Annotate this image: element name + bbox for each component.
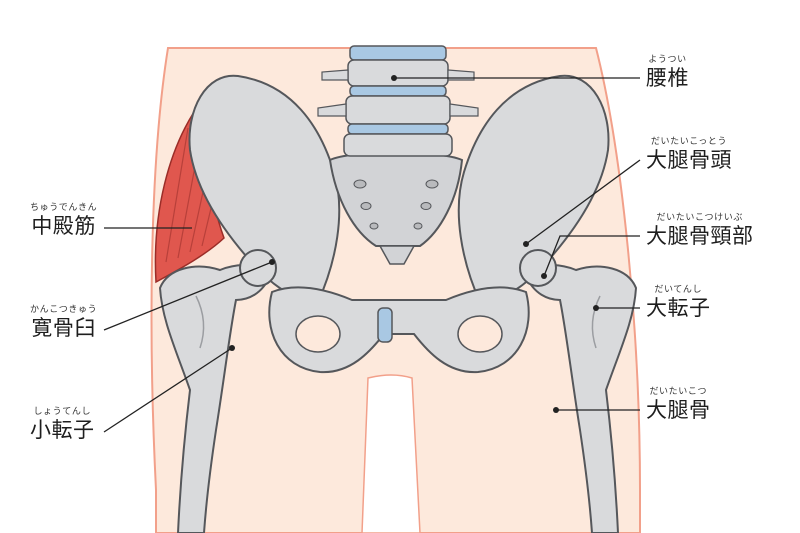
leader-acetabulum: [103, 261, 273, 331]
label-gluteus-medius: ちゅうでんきん 中殿筋: [30, 204, 97, 237]
left-obturator-foramen: [295, 315, 341, 353]
text-lumbar: 腰椎: [646, 66, 689, 90]
coccyx: [378, 245, 416, 265]
furigana-femoral-neck: だいたいこつけいぶ: [656, 213, 743, 223]
label-greater-trochanter: だいてんし 大転子: [646, 286, 711, 319]
furigana-lumbar: ようつい: [648, 55, 687, 65]
text-gluteus-medius: 中殿筋: [31, 214, 96, 238]
pubic-symphysis: [377, 307, 393, 343]
label-femoral-head: だいたいこっとう 大腿骨頭: [646, 138, 732, 171]
furigana-femoral-head: だいたいこっとう: [650, 137, 728, 147]
leader-femoral-head: [525, 159, 641, 245]
text-greater-trochanter: 大転子: [646, 296, 711, 320]
right-obturator-foramen: [457, 315, 503, 353]
label-lumbar: ようつい 腰椎: [646, 56, 689, 89]
text-femoral-head: 大腿骨頭: [646, 148, 732, 172]
text-femoral-neck: 大腿骨頸部: [646, 224, 754, 248]
right-femur: [519, 249, 638, 533]
sacral-foramina: [353, 179, 439, 230]
text-acetabulum: 寛骨臼: [31, 316, 96, 340]
lumbar-spine: [317, 45, 479, 157]
label-femoral-neck: だいたいこつけいぶ 大腿骨頸部: [646, 214, 754, 247]
furigana-gluteus-medius: ちゅうでんきん: [30, 203, 98, 213]
furigana-greater-trochanter: だいてんし: [654, 285, 703, 295]
furigana-lesser-trochanter: しょうてんし: [33, 407, 92, 417]
label-acetabulum: かんこつきゅう 寛骨臼: [30, 306, 97, 339]
leader-lesser-trochanter: [103, 347, 233, 433]
leg-gap: [361, 374, 421, 533]
furigana-femur: だいたいこつ: [649, 387, 708, 397]
left-femur: [158, 249, 277, 533]
leader-lines: [103, 77, 641, 433]
text-lesser-trochanter: 小転子: [30, 418, 95, 442]
leader-femoral-neck: [543, 235, 640, 277]
furigana-acetabulum: かんこつきゅう: [30, 305, 98, 315]
label-lesser-trochanter: しょうてんし 小転子: [30, 408, 95, 441]
leader-dots: [229, 75, 599, 413]
text-femur: 大腿骨: [646, 398, 711, 422]
label-femur: だいたいこつ 大腿骨: [646, 388, 711, 421]
pubic-region: [268, 286, 530, 374]
